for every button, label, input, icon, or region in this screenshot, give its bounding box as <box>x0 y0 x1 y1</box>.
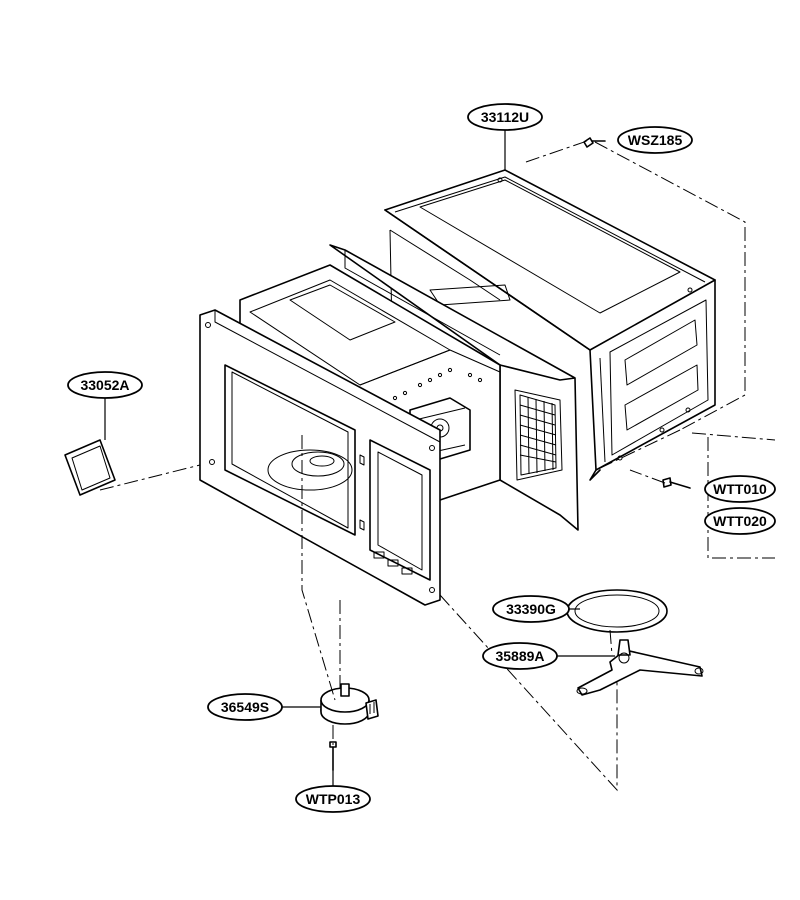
label-33052A: 33052A <box>67 371 143 399</box>
label-text: 36549S <box>221 699 269 715</box>
label-text: WTT020 <box>713 513 767 529</box>
label-WTT010: WTT010 <box>704 475 776 503</box>
label-text: 33112U <box>481 109 529 125</box>
screw-wtt010 <box>662 477 691 489</box>
turntable-inside <box>267 449 353 491</box>
vent-grille <box>519 394 557 476</box>
label-WTT020: WTT020 <box>704 507 776 535</box>
waveguide-cover <box>64 439 116 496</box>
label-35889A: 35889A <box>482 642 558 670</box>
screw-wtp013 <box>329 741 337 771</box>
label-text: 33052A <box>80 377 129 393</box>
chassis-holes <box>392 367 483 401</box>
label-text: WTT010 <box>713 481 767 497</box>
turntable-motor <box>320 683 379 725</box>
roller-ring <box>576 639 704 696</box>
label-text: WTP013 <box>306 791 361 807</box>
label-text: 33390G <box>506 601 556 617</box>
label-WSZ185: WSZ185 <box>617 126 693 154</box>
label-text: WSZ185 <box>628 132 683 148</box>
label-WTP013: WTP013 <box>295 785 371 813</box>
outer-cabinet <box>384 169 716 481</box>
label-36549S: 36549S <box>207 693 283 721</box>
label-33390G: 33390G <box>492 595 570 623</box>
label-33112U: 33112U <box>467 103 543 131</box>
screw-wsz185 <box>583 137 606 148</box>
label-text: 35889A <box>495 648 544 664</box>
leader-lines <box>104 130 615 786</box>
front-frame <box>199 309 441 606</box>
glass-tray <box>566 589 668 633</box>
